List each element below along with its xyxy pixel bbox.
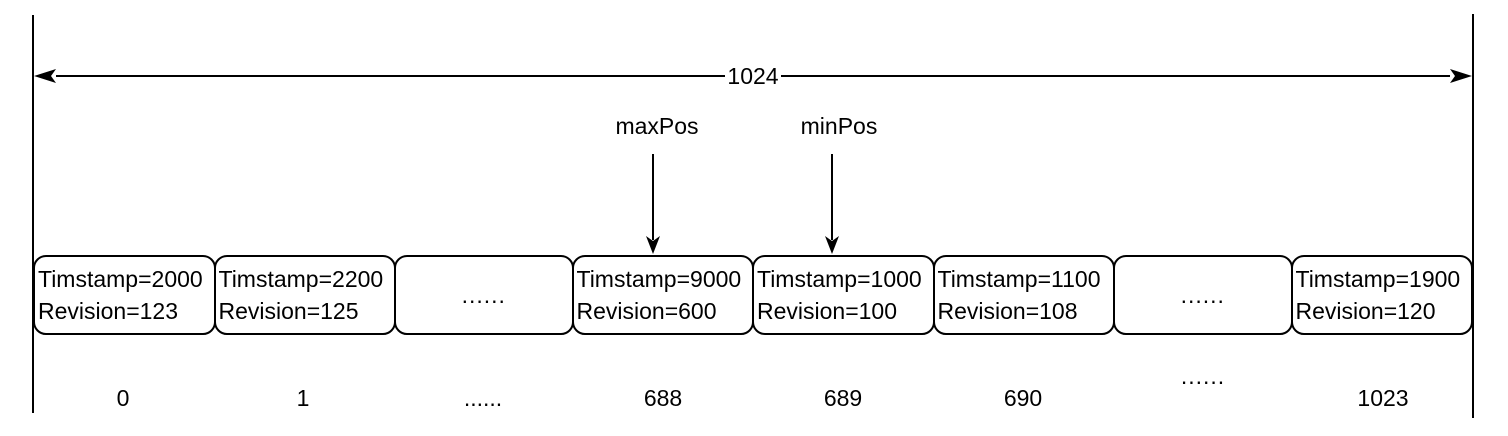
slot-revision: Revision=123 bbox=[38, 298, 179, 324]
arrowhead-left-icon bbox=[34, 69, 56, 83]
right-boundary-line bbox=[1472, 14, 1474, 418]
span-line-right bbox=[780, 75, 1451, 77]
maxpos-arrow-icon bbox=[646, 154, 660, 254]
slot-timestamp: Timstamp=1000 bbox=[757, 266, 922, 292]
buffer-slot-row: Timstamp=2000 Revision=123 Timstamp=2200… bbox=[33, 255, 1473, 335]
span-line-left bbox=[56, 75, 726, 77]
slot-timestamp: Timstamp=1100 bbox=[937, 266, 1101, 292]
buffer-slot-0: Timstamp=2000 Revision=123 bbox=[33, 255, 216, 335]
slot-index-1023: 1023 bbox=[1357, 385, 1409, 411]
capacity-span-arrow: 1024 bbox=[34, 63, 1473, 89]
slot-revision: Revision=108 bbox=[937, 298, 1078, 324]
slot-index-688: 688 bbox=[643, 385, 683, 411]
capacity-label: 1024 bbox=[727, 63, 779, 89]
slot-index-row: 0 1 ...... 688 689 690 ...... 1023 bbox=[33, 363, 1473, 412]
slot-index-0: 0 bbox=[116, 385, 130, 411]
slot-index-1: 1 bbox=[296, 385, 310, 411]
minpos-arrow-icon bbox=[825, 154, 839, 254]
minpos-label: minPos bbox=[800, 113, 878, 139]
buffer-slot-ellipsis-b: ...... bbox=[1113, 255, 1293, 335]
buffer-slot-1023: Timstamp=1900 Revision=120 bbox=[1290, 255, 1473, 335]
slot-timestamp: Timstamp=2000 bbox=[38, 266, 203, 292]
slot-index-ellipsis-b: ...... bbox=[1180, 363, 1226, 389]
slot-timestamp: Timstamp=2200 bbox=[218, 266, 384, 292]
slot-ellipsis: ...... bbox=[461, 282, 506, 308]
buffer-slot-689: Timstamp=1000 Revision=100 bbox=[752, 255, 935, 335]
maxpos-label: maxPos bbox=[615, 113, 699, 139]
buffer-slot-ellipsis-a: ...... bbox=[394, 255, 574, 335]
slot-timestamp: Timstamp=9000 bbox=[576, 266, 742, 292]
buffer-slot-688: Timstamp=9000 Revision=600 bbox=[571, 255, 754, 335]
slot-revision: Revision=125 bbox=[218, 298, 359, 324]
slot-revision: Revision=120 bbox=[1295, 298, 1436, 324]
slot-index-689: 689 bbox=[823, 385, 863, 411]
left-boundary-line bbox=[32, 15, 34, 413]
slot-index-690: 690 bbox=[1003, 385, 1043, 411]
slot-timestamp: Timstamp=1900 bbox=[1295, 266, 1461, 292]
slot-revision: Revision=100 bbox=[757, 298, 898, 324]
slot-ellipsis: ...... bbox=[1180, 282, 1225, 308]
buffer-slot-690: Timstamp=1100 Revision=108 bbox=[932, 255, 1115, 335]
arrowhead-right-icon bbox=[1450, 69, 1473, 83]
slot-revision: Revision=600 bbox=[576, 298, 717, 324]
buffer-slot-1: Timstamp=2200 Revision=125 bbox=[213, 255, 396, 335]
slot-index-ellipsis-a: ...... bbox=[463, 385, 503, 411]
